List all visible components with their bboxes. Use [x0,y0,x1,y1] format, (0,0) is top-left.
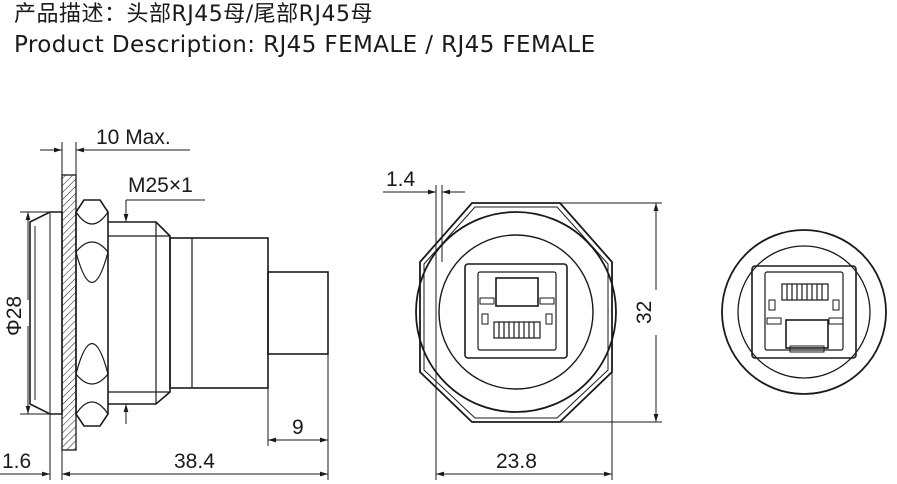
dim-total-length: 38.4 [62,450,328,477]
dim-diameter-label: Φ28 [3,296,26,336]
rj45-contacts-front [493,321,541,339]
dim-panel-offset-label: 1.6 [2,450,31,473]
dim-diameter: Φ28 [3,211,50,415]
rj45-contacts-rear [781,283,829,301]
dim-front-height: 32 [560,202,662,423]
hex-nut-side [75,199,109,427]
dim-head-thickness-label: 10 Max. [96,126,171,149]
thread-body [108,221,171,405]
dim-tail-label: 9 [292,416,304,439]
dim-front-width: 23.8 [436,372,613,480]
dim-front-height-label: 32 [633,301,656,324]
title-english: Product Description: RJ45 FEMALE / RJ45 … [14,32,596,58]
rear-housing [169,237,269,389]
rear-view [721,229,887,395]
rear-outer-ring [721,229,887,395]
title-chinese: 产品描述：头部RJ45母/尾部RJ45母 [14,2,373,27]
tail-part [267,271,329,355]
side-view: 10 Max. M25×1 Φ28 1.6 [0,126,329,480]
dim-front-offset: 1.4 [383,168,465,480]
dim-head-thickness: 10 Max. [40,126,190,175]
panel-section [61,174,77,451]
rj45-latch-rear [785,319,829,349]
dim-front-offset-label: 1.4 [386,168,416,191]
front-flange-ring [415,211,617,413]
rj45-latch-front [495,277,539,307]
dim-total-length-label: 38.4 [174,450,215,473]
dim-tail: 9 [268,416,328,443]
dim-thread: M25×1 [123,174,205,424]
dim-panel-offset: 1.6 [0,450,80,477]
title-block: 产品描述：头部RJ45母/尾部RJ45母 Product Description… [14,0,596,60]
front-view: 1.4 32 23.8 [383,168,662,480]
rj45-jack-rear [751,265,857,359]
dim-front-width-label: 23.8 [496,450,537,473]
rj45-jack-front [464,263,568,359]
dim-thread-label: M25×1 [128,174,193,197]
